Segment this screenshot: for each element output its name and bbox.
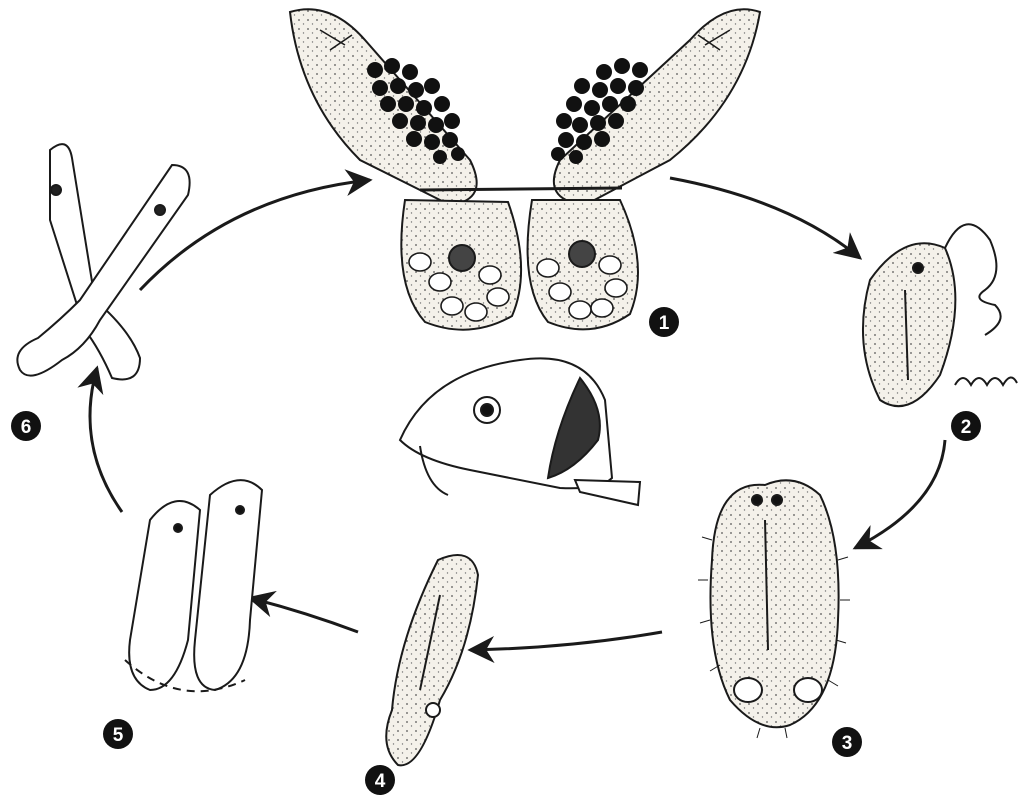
stage-label-2: 2 (961, 417, 972, 438)
worm-a-eyespot (51, 185, 61, 195)
fused-pair-illustration (17, 144, 189, 379)
arrow-1-to-2 (670, 178, 860, 258)
stage-label-3: 3 (842, 733, 853, 754)
juvenile-body (386, 555, 478, 765)
fish-host-illustration (400, 358, 640, 505)
arrow-2-to-3 (855, 440, 945, 548)
juvenile-b (194, 480, 262, 690)
oncomiracidium-illustration (698, 480, 850, 738)
anterior-markings (320, 30, 730, 50)
juvenile-a (129, 501, 200, 690)
worm-b-eyespot (155, 205, 165, 215)
egg-shell (863, 243, 955, 406)
stage-label-1: 1 (659, 313, 670, 334)
juvenile-a-eyespot (174, 524, 182, 532)
adult-pair-illustration (290, 9, 760, 329)
larva-eyespot-left (752, 495, 762, 505)
juvenile-illustration (386, 555, 478, 765)
arrow-4-to-5 (250, 598, 358, 632)
arrow-5-to-6 (90, 368, 122, 512)
right-ovary (569, 241, 595, 267)
pairing-juveniles-illustration (125, 480, 262, 691)
left-ovary (449, 245, 475, 271)
fusion-line (420, 188, 622, 190)
egg-eyespot (913, 263, 923, 273)
stage-label-5: 5 (113, 725, 124, 746)
fish-fin (575, 480, 640, 505)
larva-eyespot-right (772, 495, 782, 505)
juvenile-haptor (426, 703, 440, 717)
fish-pupil (481, 404, 493, 416)
larva-clamp-left (734, 678, 762, 702)
arrow-3-to-4 (470, 632, 662, 650)
juvenile-b-eyespot (236, 506, 244, 514)
egg-coil (955, 377, 1017, 385)
egg-illustration (863, 224, 1017, 406)
larva-clamp-right (794, 678, 822, 702)
stage-label-6: 6 (21, 417, 32, 438)
stage-label-4: 4 (375, 771, 386, 792)
